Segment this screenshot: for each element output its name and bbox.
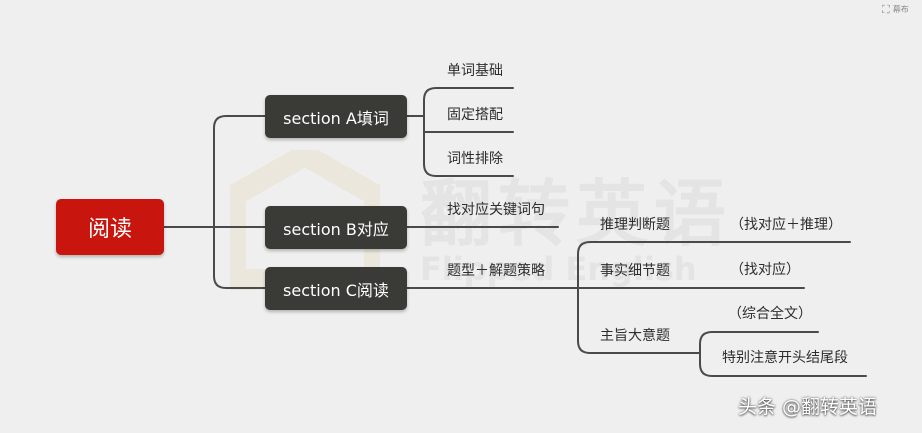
connector-a-item-1 — [423, 87, 514, 117]
connector-qtype-1 — [577, 241, 851, 289]
section-c-item-1[interactable]: 题型＋解题策略 — [447, 263, 545, 279]
root-node[interactable]: 阅读 — [56, 199, 164, 255]
connector-root-section-a — [213, 115, 266, 228]
strategy-inference[interactable]: （找对应＋推理） — [730, 217, 842, 233]
strategy-main-idea-1[interactable]: （综合全文） — [728, 306, 812, 322]
fullscreen-icon: ⛶ — [882, 3, 890, 16]
section-a-item-1[interactable]: 单词基础 — [447, 63, 503, 79]
section-a-item-2[interactable]: 固定搭配 — [447, 107, 503, 123]
connector-strategy-1 — [699, 331, 819, 354]
connector-root-section-c — [213, 226, 266, 289]
strategy-detail[interactable]: （找对应） — [730, 262, 800, 278]
toolbar-label: 幕布 — [892, 5, 909, 14]
fullscreen-toggle[interactable]: ⛶ 幕布 — [882, 4, 909, 15]
section-b-item-1[interactable]: 找对应关键词句 — [447, 202, 545, 218]
section-c-node[interactable]: section C阅读 — [265, 267, 407, 310]
section-b-node[interactable]: section B对应 — [265, 206, 407, 249]
section-a-node[interactable]: section A填词 — [265, 95, 407, 138]
question-type-inference[interactable]: 推理判断题 — [600, 217, 670, 233]
connector-strategy-2 — [699, 352, 867, 377]
connector-a-item-3 — [423, 115, 514, 177]
source-credit: 头条 @翻转英语 — [738, 396, 878, 418]
strategy-main-idea-2[interactable]: 特别注意开头结尾段 — [722, 350, 848, 366]
question-type-main-idea[interactable]: 主旨大意题 — [600, 328, 670, 344]
connector-qtype-3 — [577, 287, 701, 354]
section-a-item-3[interactable]: 词性排除 — [447, 151, 503, 167]
question-type-detail[interactable]: 事实细节题 — [600, 263, 670, 279]
